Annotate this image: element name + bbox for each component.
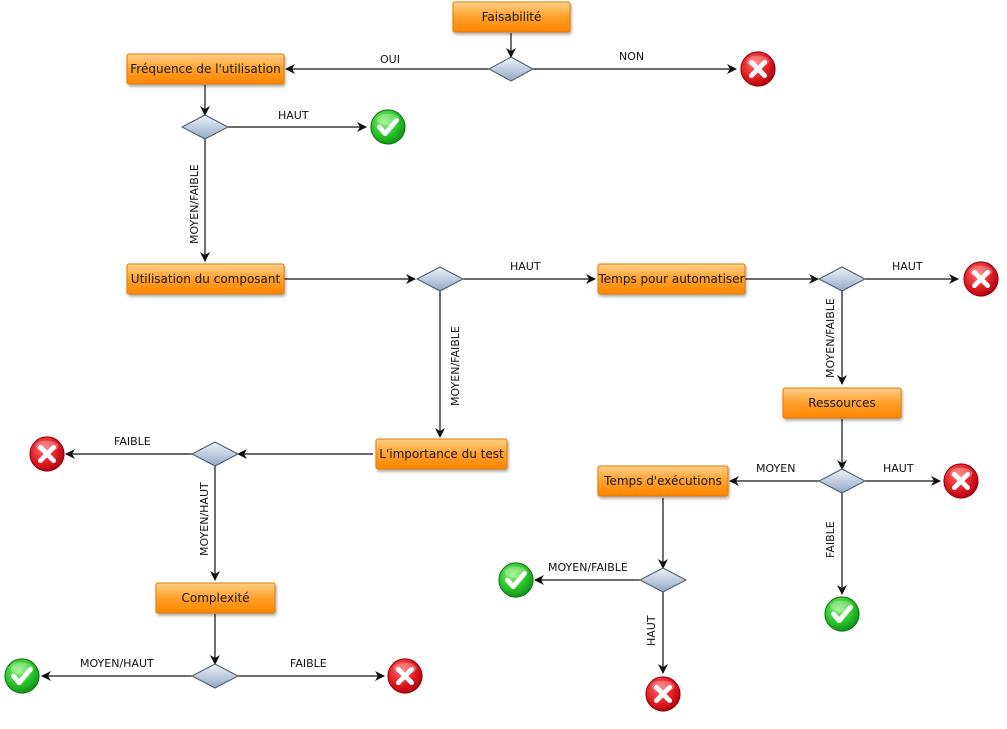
edge-label-faible-2: FAIBLE bbox=[824, 521, 837, 558]
edge-label-haut-5: HAUT bbox=[645, 615, 658, 646]
edge-label-haut-2: HAUT bbox=[510, 260, 541, 273]
edge-labels: OUI NON HAUT MOYEN/FAIBLE HAUT MOYEN/FAI… bbox=[80, 50, 923, 670]
check-circle-icon bbox=[825, 597, 859, 631]
node-utilisation-label: Utilisation du composant bbox=[131, 272, 281, 286]
edge-label-moyen: MOYEN bbox=[756, 462, 795, 475]
edge-label-moyen-haut-2: MOYEN/HAUT bbox=[80, 657, 154, 670]
decision-frequence bbox=[180, 114, 230, 140]
edge-label-haut-1: HAUT bbox=[278, 109, 309, 122]
x-circle-icon bbox=[646, 677, 680, 711]
node-importance-label: L'importance du test bbox=[379, 447, 504, 461]
node-temps-exec-label: Temps d'exécutions bbox=[603, 474, 722, 488]
process-boxes: Faisabilité Fréquence de l'utilisation U… bbox=[126, 1, 902, 614]
decision-faisabilite bbox=[487, 56, 535, 82]
edge-label-haut-4: HAUT bbox=[883, 462, 914, 475]
node-complexite-label: Complexité bbox=[181, 591, 249, 605]
x-circle-icon bbox=[964, 262, 998, 296]
edges bbox=[41, 33, 959, 681]
edge-label-moyen-haut-1: MOYEN/HAUT bbox=[198, 482, 211, 556]
edge-label-moyen-faible-1: MOYEN/FAIBLE bbox=[188, 164, 201, 244]
outcome-icons bbox=[5, 52, 998, 711]
decision-complexite bbox=[190, 663, 240, 689]
node-temps-auto-label: Temps pour automatiser bbox=[597, 272, 744, 286]
edge-label-haut-3: HAUT bbox=[892, 260, 923, 273]
edge-label-moyen-faible-3: MOYEN/FAIBLE bbox=[824, 298, 837, 378]
x-circle-icon bbox=[30, 437, 64, 471]
decision-utilisation bbox=[415, 266, 465, 292]
node-frequence-label: Fréquence de l'utilisation bbox=[130, 62, 280, 76]
check-circle-icon bbox=[371, 110, 405, 144]
node-temps-exec: Temps d'exécutions bbox=[597, 465, 729, 497]
x-circle-icon bbox=[944, 464, 978, 498]
check-circle-icon bbox=[499, 563, 533, 597]
node-ressources-label: Ressources bbox=[808, 396, 876, 410]
node-complexite: Complexité bbox=[155, 582, 276, 614]
check-circle-icon bbox=[5, 659, 39, 693]
decision-temps-auto bbox=[817, 266, 867, 292]
edge-label-faible-3: FAIBLE bbox=[290, 657, 327, 670]
node-temps-auto: Temps pour automatiser bbox=[597, 263, 746, 295]
decision-diamonds bbox=[180, 56, 867, 689]
node-faisabilite-label: Faisabilité bbox=[482, 10, 542, 24]
decision-ressources bbox=[817, 468, 867, 494]
x-circle-icon bbox=[741, 52, 775, 86]
edge-label-oui: OUI bbox=[380, 53, 400, 66]
edge-label-moyen-faible-4: MOYEN/FAIBLE bbox=[548, 561, 628, 574]
x-circle-icon bbox=[388, 659, 422, 693]
node-importance: L'importance du test bbox=[375, 438, 508, 470]
node-faisabilite: Faisabilité bbox=[452, 1, 571, 33]
node-frequence: Fréquence de l'utilisation bbox=[126, 53, 285, 85]
node-ressources: Ressources bbox=[782, 387, 902, 419]
edge-label-non: NON bbox=[619, 50, 644, 63]
decision-temps-exec bbox=[638, 567, 688, 593]
node-utilisation: Utilisation du composant bbox=[126, 263, 285, 295]
decision-importance bbox=[190, 441, 240, 467]
edge-label-faible-1: FAIBLE bbox=[114, 435, 151, 448]
edge-label-moyen-faible-2: MOYEN/FAIBLE bbox=[449, 326, 462, 406]
